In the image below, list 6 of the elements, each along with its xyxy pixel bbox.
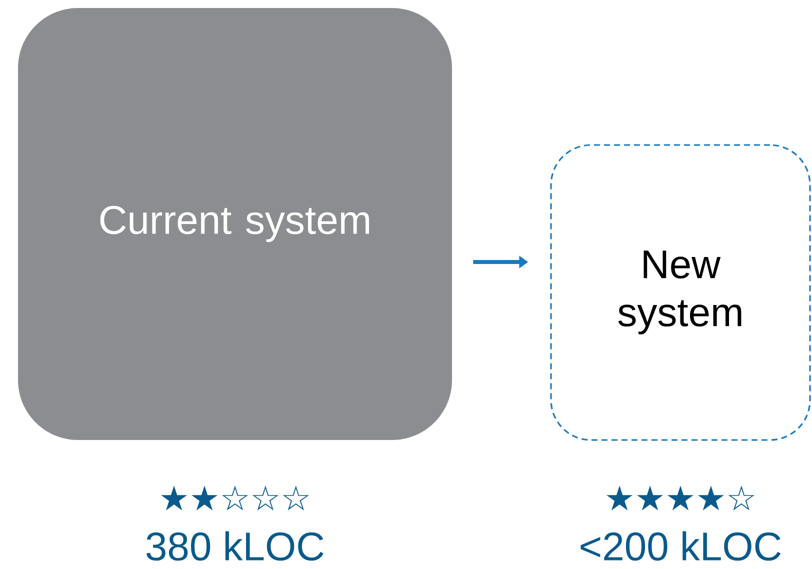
star-rating: ★★☆☆☆ — [161, 486, 309, 510]
star-rating: ★★★★☆ — [606, 486, 754, 510]
size-label: <200 kLOC — [580, 531, 781, 561]
process-box: Current system — [18, 8, 452, 440]
dashed-box: New system — [550, 144, 811, 441]
size-label: 380 kLOC — [146, 531, 324, 561]
